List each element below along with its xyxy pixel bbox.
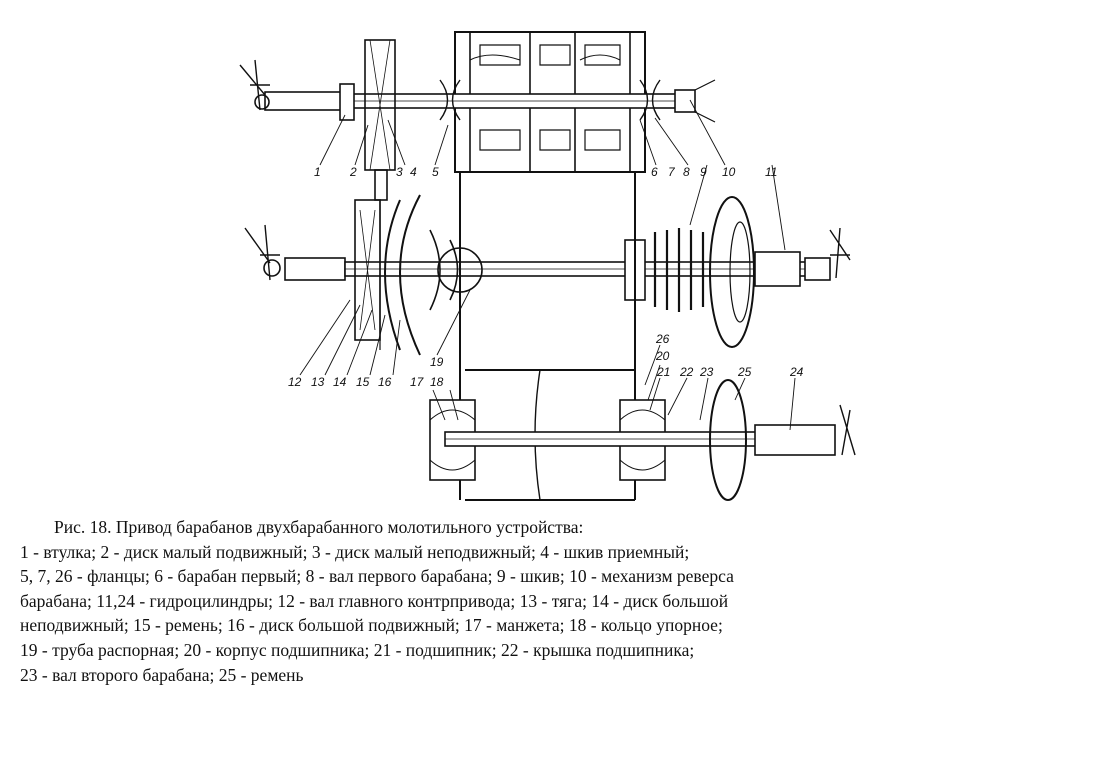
frame	[379, 172, 636, 500]
first-drum-hubs	[364, 39, 661, 201]
caption-line: 23 - вал второго барабана; 25 - ремень	[20, 664, 304, 685]
label-18: 18	[430, 375, 444, 389]
label-4: 4	[410, 165, 417, 179]
label-20: 20	[655, 349, 670, 363]
label-21: 21	[656, 365, 670, 379]
label-13: 13	[311, 375, 325, 389]
label-12: 12	[288, 375, 302, 389]
mechanical-drawing: 1 2 3 4 5 6 7 8 9 10 11 12 13 14 15 16 1…	[239, 31, 856, 501]
caption-line: 1 - втулка; 2 - диск малый подвижный; 3 …	[20, 541, 690, 562]
label-8: 8	[683, 165, 690, 179]
label-16: 16	[378, 375, 392, 389]
label-11: 11	[765, 165, 777, 179]
pulley-11	[709, 196, 801, 348]
leader-lines	[299, 99, 796, 431]
label-22: 22	[679, 365, 694, 379]
part-labels: 1 2 3 4 5 6 7 8 9 10 11 12 13 14 15 16 1…	[288, 165, 804, 389]
first-drum	[454, 31, 646, 173]
caption-line: барабана; 11,24 - гидроцилиндры; 12 - ва…	[20, 590, 729, 611]
caption-line: неподвижный; 15 - ремень; 16 - диск боль…	[20, 615, 723, 636]
label-19: 19	[430, 355, 444, 369]
second-drum	[429, 369, 776, 501]
label-6: 6	[651, 165, 658, 179]
label-10: 10	[722, 165, 736, 179]
label-23: 23	[699, 365, 714, 379]
caption-line: 5, 7, 26 - фланцы; 6 - барабан первый; 8…	[20, 566, 734, 587]
label-17: 17	[410, 375, 425, 389]
figure-caption: Рис. 18. Привод барабанов двухбарабанног…	[20, 515, 1100, 687]
label-7: 7	[668, 165, 676, 179]
label-3: 3	[396, 165, 403, 179]
label-2: 2	[349, 165, 357, 179]
caption-title: Рис. 18. Привод барабанов двухбарабанног…	[54, 517, 584, 537]
caption-line: 19 - труба распорная; 20 - корпус подшип…	[20, 639, 695, 660]
label-14: 14	[333, 375, 347, 389]
first-drum-shaft	[239, 59, 716, 123]
label-15: 15	[356, 375, 370, 389]
label-25: 25	[737, 365, 752, 379]
main-countershaft	[244, 224, 851, 281]
hydrocylinder-24	[709, 379, 856, 501]
label-1: 1	[314, 165, 321, 179]
label-9: 9	[700, 165, 707, 179]
label-24: 24	[789, 365, 804, 379]
label-5: 5	[432, 165, 439, 179]
label-26: 26	[655, 332, 670, 346]
